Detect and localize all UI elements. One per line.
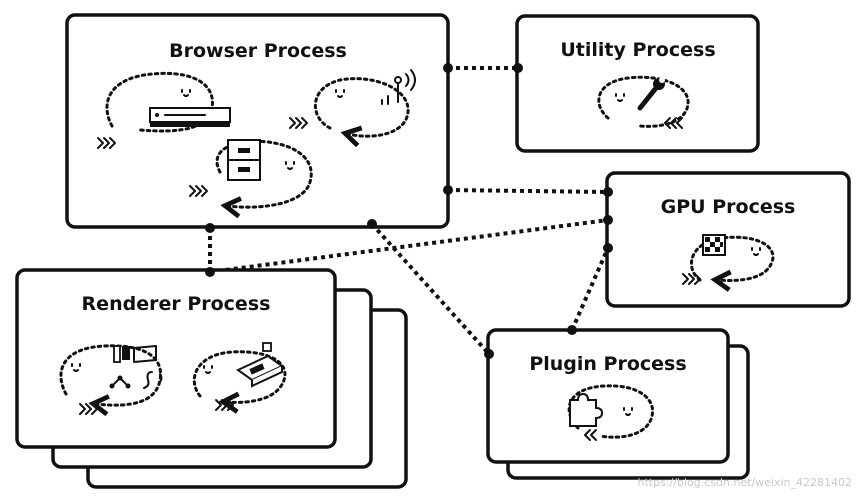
renderer-process-title: Renderer Process	[82, 293, 271, 315]
wrench-icon	[637, 77, 665, 111]
browser-process-box: Browser Process	[65, 13, 450, 229]
renderer-process-box: Renderer Process	[15, 268, 337, 449]
editor-tools-icon	[109, 345, 163, 389]
link-browser-plugin	[370, 222, 491, 356]
connection-links	[208, 66, 610, 356]
puzzle-icon	[569, 392, 604, 427]
watermark-text: https://blog.csdn.net/weixin_42281402	[637, 476, 852, 489]
plugin-process-title: Plugin Process	[529, 353, 686, 375]
computer-tower-icon	[149, 107, 231, 127]
gpu-process-box: GPU Process	[605, 171, 851, 308]
antenna-icon	[381, 69, 416, 105]
pixel-grid-icon	[702, 234, 726, 256]
gpu-process-title: GPU Process	[661, 196, 796, 218]
document-icon	[236, 342, 284, 388]
plugin-process-box: Plugin Process	[486, 328, 730, 464]
connection-dots	[205, 63, 613, 359]
file-cabinet-icon	[227, 139, 261, 181]
utility-process-box: Utility Process	[515, 14, 760, 153]
browser-process-title: Browser Process	[169, 40, 347, 62]
link-plugin-gpu	[570, 247, 610, 331]
link-browser-gpu	[447, 188, 609, 194]
utility-process-title: Utility Process	[560, 39, 715, 61]
link-renderer-gpu	[209, 218, 609, 274]
